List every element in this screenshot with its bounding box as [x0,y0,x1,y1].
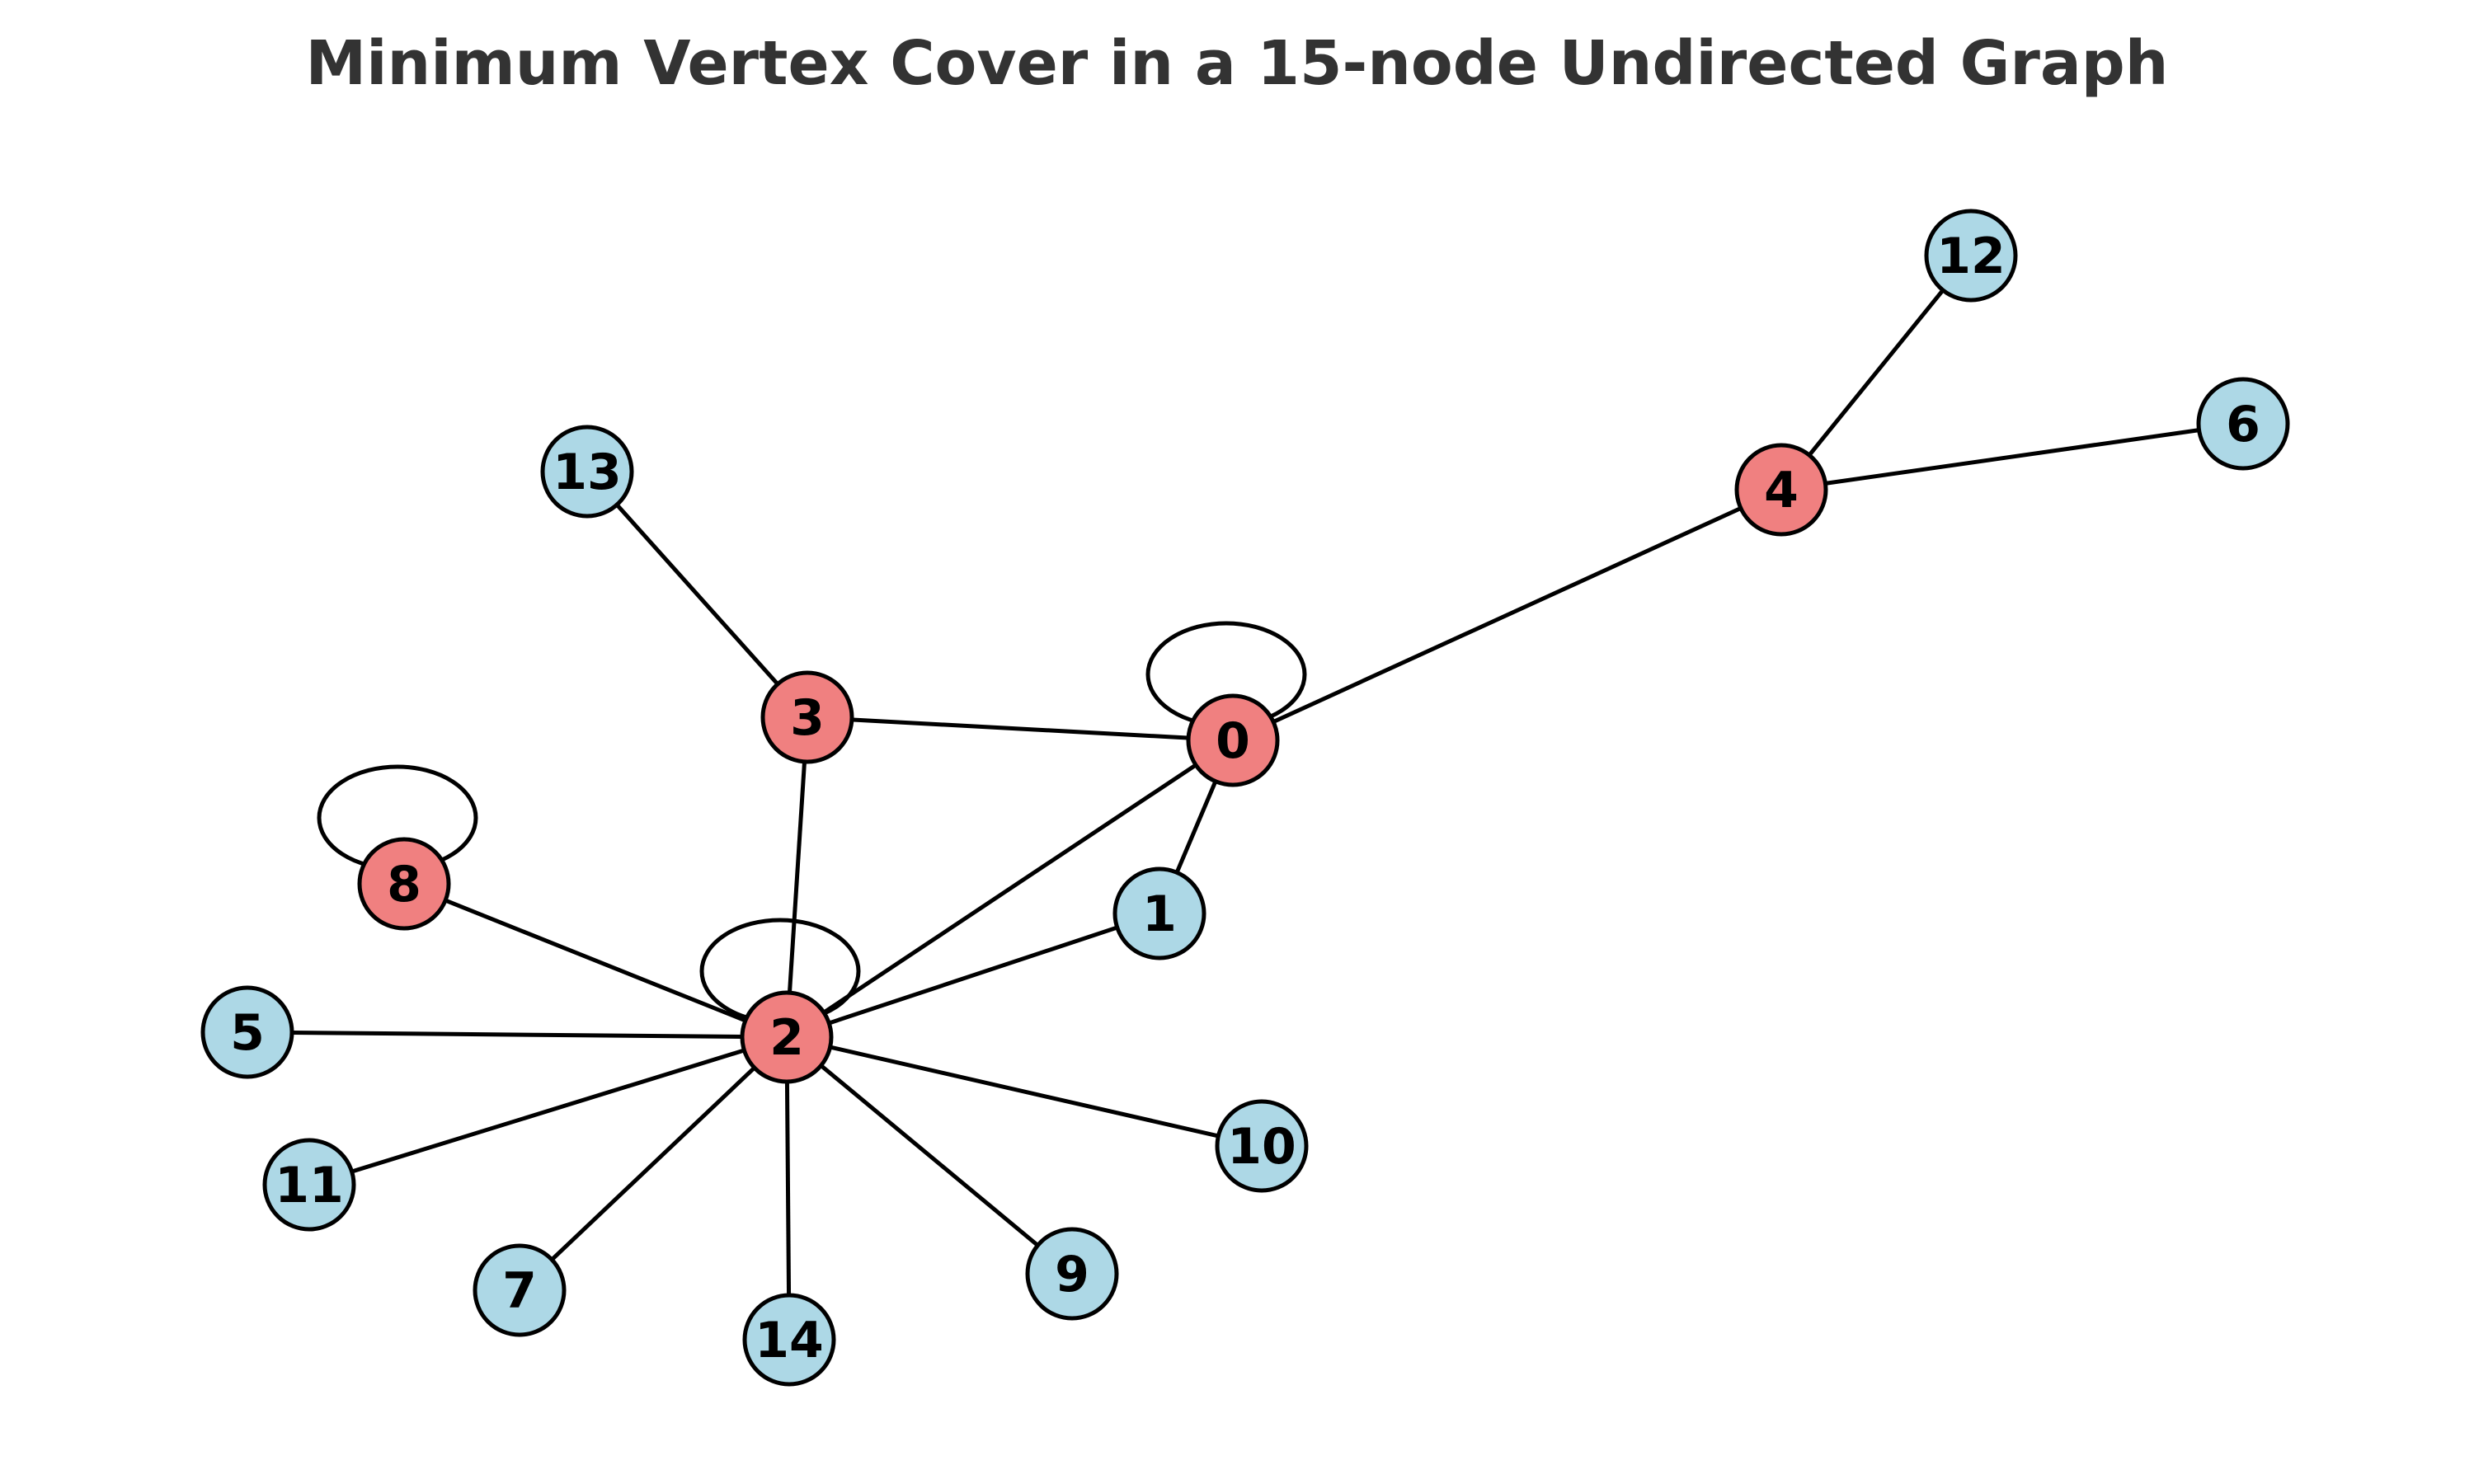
edge-2-7 [518,1036,788,1292]
edge-0-4 [1231,487,1783,743]
node-9 [1025,1227,1119,1321]
edge-4-12 [1780,254,1973,491]
node-5 [200,985,294,1079]
node-11 [262,1138,356,1232]
node-2 [740,990,834,1084]
edge-0-3 [807,715,1234,743]
edges-layer [247,254,2244,1341]
edge-2-14 [784,1036,792,1341]
node-14 [742,1293,836,1387]
node-10 [1215,1099,1309,1193]
edge-2-11 [308,1035,788,1187]
edge-2-3 [784,716,810,1038]
edge-2-5 [247,1030,788,1040]
node-3 [760,670,854,764]
node-0 [1186,693,1280,787]
node-12 [1924,209,2018,303]
edge-0-2 [785,738,1235,1040]
node-13 [540,425,634,519]
node-7 [473,1243,567,1337]
edge-2-10 [786,1035,1263,1148]
edge-1-2 [786,911,1160,1040]
edge-2-9 [785,1036,1074,1275]
figure-title: Minimum Vertex Cover in a 15-node Undire… [306,28,2169,99]
edge-3-13 [586,470,809,719]
edge-4-6 [1780,421,2244,492]
node-1 [1112,866,1206,960]
node-8 [357,837,451,931]
node-6 [2196,377,2290,471]
edge-2-8 [403,881,788,1040]
node-4 [1734,443,1828,537]
